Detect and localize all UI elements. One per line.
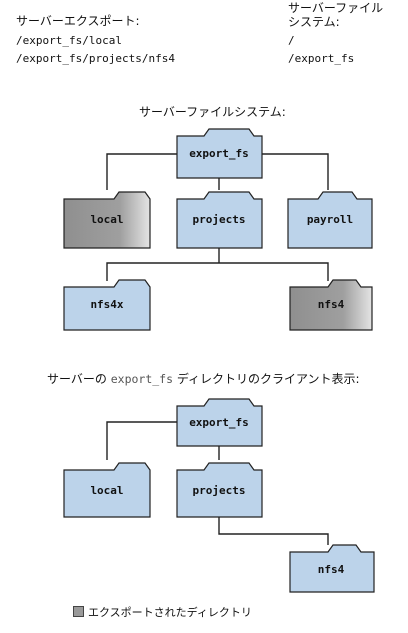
folder-label-nfs4-client: nfs4 bbox=[318, 563, 345, 576]
folder-label-projects-server: projects bbox=[193, 213, 246, 226]
client-tree-title: サーバーの export_fs ディレクトリのクライアント表示: bbox=[47, 370, 360, 387]
folder-label-nfs4x-server: nfs4x bbox=[90, 298, 123, 311]
folder-label-export-fs-client: export_fs bbox=[189, 416, 249, 429]
server-tree-title: サーバーファイルシステム: bbox=[139, 105, 286, 119]
folder-payroll-server: payroll bbox=[287, 191, 373, 249]
server-tree-connectors bbox=[106, 153, 329, 281]
filesystem-path-2: /export_fs bbox=[288, 52, 355, 65]
folder-export-fs-client: export_fs bbox=[176, 398, 263, 447]
connector-root-children bbox=[106, 153, 329, 190]
export-path-1: /export_fs/local bbox=[16, 34, 122, 47]
filesystems-header-line1: サーバーファイル bbox=[288, 1, 384, 15]
filesystem-path-1: / bbox=[288, 34, 295, 47]
folder-label-payroll-server: payroll bbox=[307, 213, 353, 226]
folder-projects-server: projects bbox=[176, 191, 263, 249]
folder-label-export-fs-server: export_fs bbox=[189, 147, 249, 160]
connector-projects-children bbox=[106, 248, 329, 281]
folder-label-nfs4-server: nfs4 bbox=[318, 298, 345, 311]
client-connector-root-local bbox=[106, 421, 177, 460]
folder-label-local-server: local bbox=[90, 213, 123, 226]
folder-local-client: local bbox=[63, 462, 151, 518]
client-tree-connectors bbox=[106, 421, 329, 545]
folder-local-server: local bbox=[63, 191, 151, 249]
folder-label-projects-client: projects bbox=[193, 484, 246, 497]
folder-label-local-client: local bbox=[90, 484, 123, 497]
filesystems-header-line2: システム: bbox=[288, 15, 340, 29]
export-path-2: /export_fs/projects/nfs4 bbox=[16, 52, 175, 65]
client-tree-title-prefix: サーバーの bbox=[47, 372, 107, 386]
folder-nfs4-client: nfs4 bbox=[289, 544, 375, 593]
client-tree-title-suffix: ディレクトリのクライアント表示: bbox=[176, 372, 360, 386]
folder-nfs4x-server: nfs4x bbox=[63, 279, 151, 331]
client-tree-title-code: export_fs bbox=[110, 372, 174, 386]
exports-header: サーバーエクスポート: bbox=[16, 14, 140, 28]
folder-projects-client: projects bbox=[176, 462, 263, 518]
folder-nfs4-server: nfs4 bbox=[289, 279, 373, 331]
folder-export-fs-server: export_fs bbox=[176, 128, 263, 179]
legend-label: エクスポートされたディレクトリ bbox=[88, 606, 252, 619]
client-connector-projects-nfs4 bbox=[218, 517, 329, 545]
legend-swatch bbox=[73, 606, 84, 617]
